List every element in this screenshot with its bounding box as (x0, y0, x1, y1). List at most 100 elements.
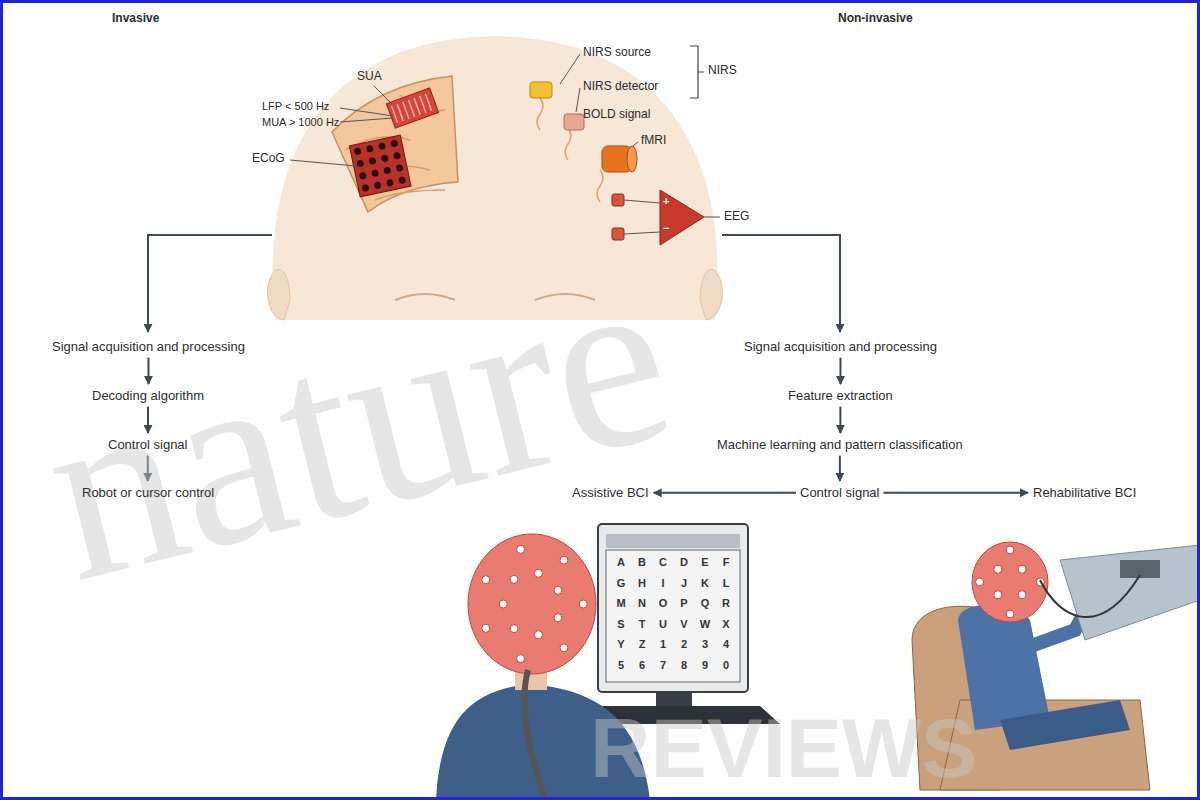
sua-array (386, 88, 438, 128)
person-speller (482, 545, 587, 662)
person-speller (554, 614, 562, 622)
flow-step: Feature extraction (784, 385, 897, 407)
person-rehab (1018, 565, 1026, 573)
flow-step: Machine learning and pattern classificat… (713, 434, 967, 456)
person-rehab (976, 578, 984, 586)
person-speller (482, 576, 490, 584)
person-rehab (1006, 610, 1014, 618)
step-text: Machine learning and pattern classificat… (717, 437, 963, 453)
speller-letter: T (635, 618, 649, 631)
flow-arrow (884, 492, 1029, 494)
speller-letter: 9 (698, 659, 712, 672)
ecog-grid (390, 139, 398, 147)
head (700, 269, 722, 320)
signal-label: NIRS (708, 64, 737, 78)
monitor (596, 524, 780, 724)
signal-label: SUA (357, 70, 382, 84)
step-text: Control signal (108, 437, 188, 453)
flow-step: Decoding algorithm (88, 385, 208, 407)
step-text: Rehabilitative BCI (1033, 485, 1136, 501)
speller-letter: F (719, 556, 733, 569)
step-text: Feature extraction (788, 388, 893, 404)
speller-letter: D (677, 556, 691, 569)
ecog-grid (378, 142, 386, 150)
speller-letter: 6 (635, 659, 649, 672)
speller-letter: 3 (698, 638, 712, 651)
leader-lines (290, 160, 356, 166)
speller-letter: U (656, 618, 670, 631)
sensors (565, 128, 571, 160)
person-speller (560, 556, 568, 564)
speller-letter: R (719, 597, 733, 610)
speller-letter: E (698, 556, 712, 569)
person-speller (468, 534, 596, 674)
flow-step: Robot or cursor control (78, 482, 218, 504)
person-rehab (1000, 700, 1130, 750)
step-text: Signal acquisition and processing (52, 339, 245, 355)
speller-letter: 7 (656, 659, 670, 672)
sua-array (386, 88, 438, 128)
sensors (564, 114, 584, 130)
nirs-bracket (690, 46, 704, 98)
section-heading: Invasive (112, 12, 159, 26)
ecog-grid (354, 139, 407, 192)
ecog-grid (349, 135, 411, 197)
speller-letter: J (677, 577, 691, 590)
ecog-grid (398, 176, 406, 184)
person-rehab (1018, 591, 1026, 599)
ecog-grid (361, 184, 369, 192)
sua-array (392, 94, 432, 123)
exposed-cortex (332, 76, 458, 212)
speller-letter: 5 (614, 659, 628, 672)
speller-letter: 4 (719, 638, 733, 651)
speller-letter: 1 (656, 638, 670, 651)
ecog-grid (354, 147, 362, 155)
flow-step: Control signal (104, 434, 192, 456)
person-speller (482, 624, 490, 632)
person-speller (499, 600, 507, 608)
person-speller (534, 631, 542, 639)
step-text: Assistive BCI (572, 485, 649, 501)
speller-letter: B (635, 556, 649, 569)
speller-letter: Q (698, 597, 712, 610)
speller-letter: L (719, 577, 733, 590)
speller-letter: Y (614, 638, 628, 651)
speller-letter: N (635, 597, 649, 610)
step-text: Control signal (800, 485, 880, 501)
flow-arrow (839, 358, 841, 384)
flow-step: Signal acquisition and processing (48, 336, 249, 358)
signal-label: LFP < 500 Hz (262, 100, 329, 113)
person-rehab (994, 591, 1002, 599)
ecog-grid (371, 169, 379, 177)
leader-lines (576, 88, 580, 112)
flow-arrow (839, 407, 841, 433)
speller-letter: O (656, 597, 670, 610)
ecog-grid (386, 179, 394, 187)
speller-letter: V (677, 618, 691, 631)
person-speller (554, 586, 562, 594)
speller-letter: K (698, 577, 712, 590)
sensors (537, 98, 543, 130)
flow-lines (722, 235, 840, 332)
nirs-bracket (690, 46, 704, 98)
signal-label: BOLD signal (583, 108, 650, 122)
signal-label: NIRS detector (583, 80, 658, 94)
flow-step: Assistive BCI (568, 482, 653, 504)
person-rehab (1020, 612, 1085, 650)
leader-lines (340, 118, 393, 122)
speller-letter: Z (635, 638, 649, 651)
signal-label: fMRI (641, 134, 666, 148)
speller-letter: S (614, 618, 628, 631)
speller-letter: C (656, 556, 670, 569)
person-speller (560, 644, 568, 652)
speller-letter: W (698, 618, 712, 631)
watermark: REVIEWS (590, 700, 977, 797)
person-rehab (994, 565, 1002, 573)
ecog-grid (349, 135, 411, 197)
person-speller (524, 670, 545, 800)
step-text: Robot or cursor control (82, 485, 214, 501)
ecog-grid (366, 145, 374, 153)
sensors (597, 170, 603, 202)
speller-letter: H (635, 577, 649, 590)
